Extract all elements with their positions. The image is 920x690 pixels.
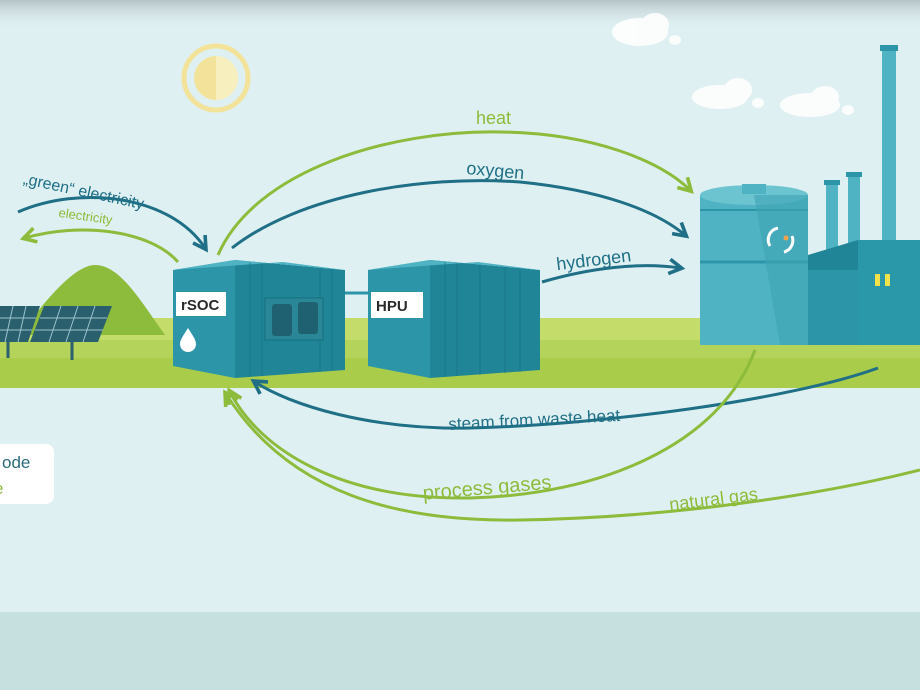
water-drop-icon	[180, 328, 196, 352]
sun-icon	[181, 43, 251, 113]
process-gases-arrow	[226, 349, 757, 500]
solar-panel-icon	[30, 305, 112, 360]
heat-arrow	[216, 130, 694, 256]
heat-label: heat	[476, 108, 511, 128]
rsoc-unit: rSOC	[173, 260, 345, 378]
solar-panel-icon	[0, 305, 40, 358]
hpu-label: HPU	[376, 298, 408, 315]
oxygen-arrow	[231, 179, 690, 250]
factory-icon	[700, 45, 920, 345]
hydrogen-arrow	[541, 257, 686, 284]
rsoc-label: rSOC	[181, 297, 220, 314]
green-electricity-arrow	[17, 196, 208, 253]
company-logo-icon	[766, 226, 795, 254]
cloud-icon	[612, 13, 681, 46]
legend-line-2: e	[0, 479, 3, 498]
cloud-icon	[692, 78, 764, 109]
steam-arrow	[250, 366, 879, 430]
hpu-unit: HPU	[368, 260, 540, 378]
legend-card: ode e	[0, 444, 54, 504]
cloud-icon	[780, 86, 854, 117]
natural-gas-arrow	[223, 389, 920, 522]
legend-line-1: ode	[2, 453, 30, 472]
bottom-band	[0, 612, 920, 690]
top-shadow	[0, 0, 920, 30]
electricity-arrow	[19, 226, 180, 263]
